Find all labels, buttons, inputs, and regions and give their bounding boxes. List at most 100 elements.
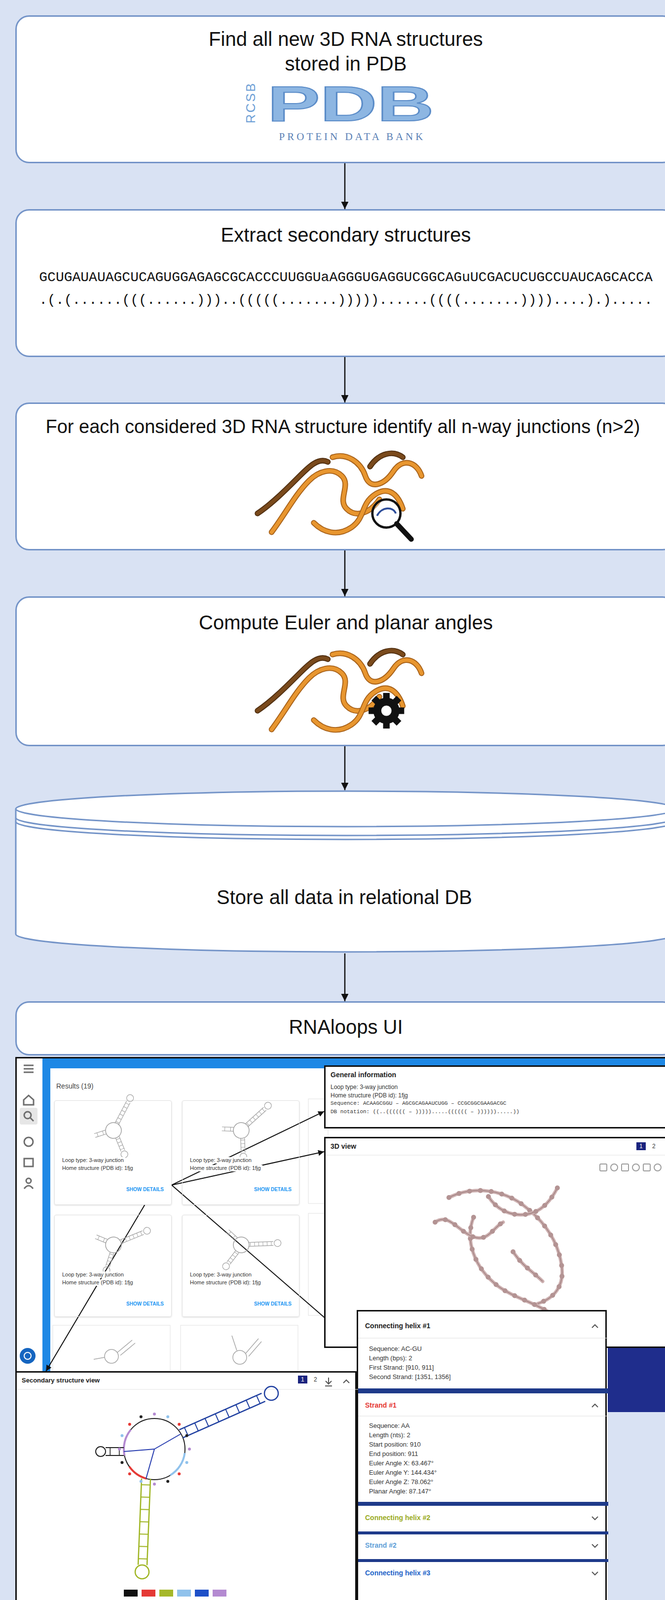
decor-rect	[358, 1531, 609, 1535]
decor-circle	[185, 1434, 189, 1438]
decor-path	[271, 668, 380, 730]
database-cylinder-shape	[15, 790, 665, 954]
decor-path	[123, 1105, 128, 1110]
decor-path	[591, 1572, 598, 1576]
decor-circle	[480, 1235, 486, 1241]
decor-circle	[102, 1119, 125, 1142]
decor-path	[271, 668, 380, 730]
decor-path	[271, 471, 380, 533]
decor-circle	[139, 1415, 143, 1419]
decor-path	[223, 1127, 226, 1132]
decor-circle	[512, 1293, 518, 1299]
decor-circle	[152, 1482, 156, 1486]
decor-circle	[373, 697, 400, 724]
decor-g	[218, 1102, 281, 1164]
section-header: Connecting helix #3	[365, 1569, 431, 1578]
decor-path	[118, 1144, 123, 1147]
decor-path	[94, 1235, 109, 1244]
decor-path	[93, 1340, 136, 1360]
decor-path	[93, 1128, 108, 1140]
card-text: Home structure (PDB id): 1fjg	[60, 1279, 135, 1287]
decor-line	[358, 1338, 609, 1339]
decor-path	[269, 1241, 273, 1246]
info-line: Sequence: ACAAGCGGU – AGCGCAGAAUCUGG – C…	[330, 1100, 507, 1108]
decor-path	[23, 1095, 34, 1106]
decor-circle	[120, 1434, 124, 1438]
card-text: Home structure (PDB id): 1fjg	[188, 1279, 263, 1287]
detail-line: End position: 911	[369, 1450, 419, 1459]
decor-path	[136, 1233, 139, 1237]
decor-circle	[460, 1229, 466, 1235]
decor-path	[119, 1112, 124, 1117]
decor-path	[118, 1227, 145, 1248]
decor-circle	[470, 1234, 476, 1240]
decor-path	[116, 1138, 120, 1141]
detail-line: First Strand: [910, 911]	[369, 1364, 434, 1372]
decor-circle	[177, 1472, 181, 1476]
decor-circle	[264, 1386, 279, 1401]
result-card: Loop type: 3-way junctionHome structure …	[182, 1100, 300, 1206]
decor-circle	[509, 1195, 515, 1201]
detail-line: Euler Angle Y: 144.434°	[369, 1469, 437, 1478]
decor-circle	[104, 1349, 119, 1364]
decor-circle	[522, 1212, 528, 1218]
card-text: Home structure (PDB id): 1fjg	[188, 1165, 263, 1172]
flow-arrow	[344, 163, 346, 210]
decor-circle	[26, 1178, 32, 1184]
detail-line: Sequence: AC-GU	[369, 1345, 422, 1354]
card-text: Loop type: 3-way junction	[60, 1271, 126, 1279]
details-panel: Connecting helix #1Sequence: AC-GULength…	[356, 1310, 607, 1600]
decor-path	[227, 1260, 232, 1264]
decor-path	[256, 1113, 259, 1118]
decor-path	[121, 1109, 126, 1114]
show-details-link: SHOW DETAILS	[252, 1301, 294, 1308]
dot-bracket: .(.(......(((......)))..(((((.......))))…	[38, 292, 653, 309]
pointer-arrow	[45, 1205, 145, 1372]
decor-circle	[446, 1195, 452, 1201]
decor-circle	[95, 1446, 106, 1457]
decor-path	[140, 1521, 149, 1523]
info-line: Home structure (PDB id): 1fjg	[330, 1092, 408, 1100]
logo-text: PROTEIN DATA BANK	[279, 130, 426, 144]
decor-circle	[468, 1225, 474, 1231]
decor-rect	[123, 1589, 138, 1597]
decor-circle	[558, 1263, 564, 1269]
decor-path	[140, 1231, 143, 1236]
decor-circle	[104, 1235, 123, 1255]
decor-path	[448, 1190, 563, 1304]
decor-path	[107, 1260, 112, 1262]
decor-line	[16, 1389, 359, 1391]
decor-rect	[621, 1164, 629, 1172]
decor-path	[257, 1242, 261, 1247]
results-count: Results (19)	[54, 1082, 95, 1091]
decor-circle	[501, 1208, 507, 1214]
decor-path	[106, 1264, 111, 1266]
decor-circle	[521, 1297, 527, 1303]
decor-path	[226, 1249, 239, 1266]
decor-circle	[533, 1272, 539, 1278]
decor-circle	[120, 1461, 124, 1465]
decor-path	[249, 1119, 253, 1124]
decor-path	[124, 1238, 127, 1242]
decor-path	[101, 1131, 105, 1136]
decor-circle	[542, 1203, 548, 1209]
decor-path	[240, 1146, 245, 1148]
decor-circle	[177, 1423, 181, 1427]
decor-path	[96, 1133, 99, 1138]
decor-path	[113, 1136, 127, 1152]
decor-path	[260, 1242, 265, 1247]
decor-circle	[469, 1247, 475, 1253]
decor-circle	[272, 1238, 283, 1249]
decor-circle	[471, 1215, 477, 1220]
decor-path	[240, 1143, 245, 1145]
decor-circle	[488, 1189, 494, 1195]
step-title: Store all data in relational DB	[216, 885, 473, 910]
decor-circle	[553, 1242, 558, 1248]
decor-circle	[24, 1137, 34, 1147]
decor-path	[258, 1111, 262, 1115]
decor-line	[325, 1155, 665, 1156]
decor-path	[470, 1217, 549, 1313]
decor-line	[146, 1449, 155, 1479]
decor-circle	[117, 1447, 121, 1451]
decor-path	[140, 1509, 150, 1511]
